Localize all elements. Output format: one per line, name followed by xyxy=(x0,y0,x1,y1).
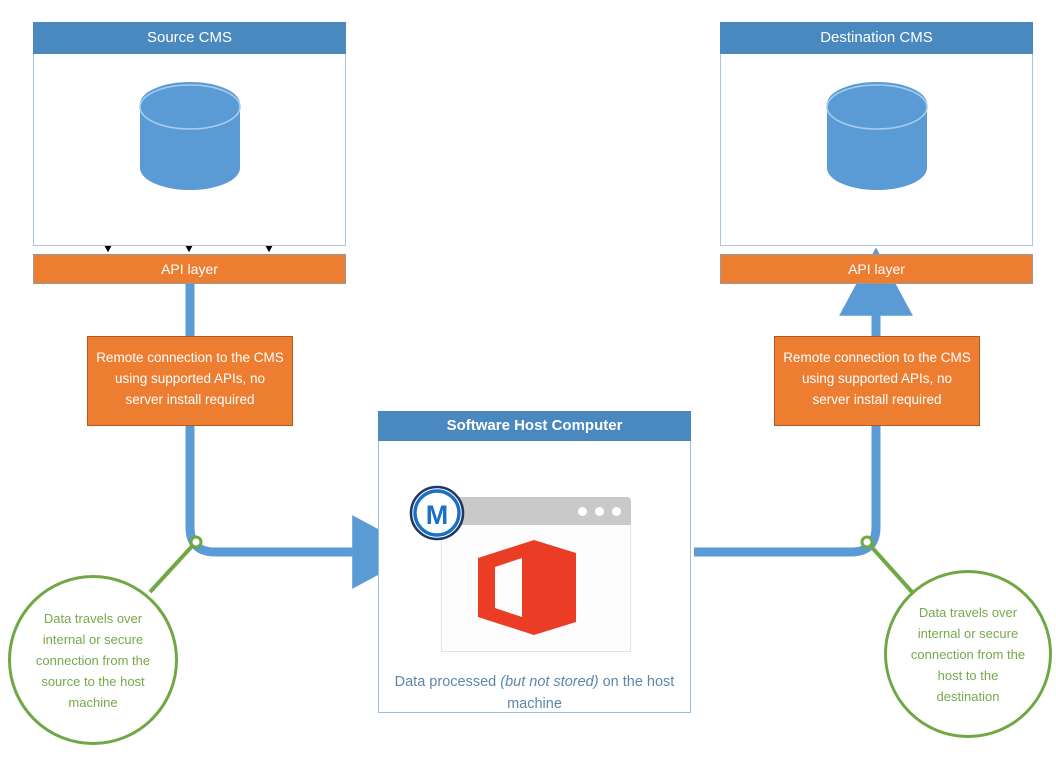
source-cms-body xyxy=(33,54,346,246)
m-badge-icon: M xyxy=(409,485,465,541)
destination-cms-title: Destination CMS xyxy=(720,22,1033,54)
source-cms-panel: Source CMS xyxy=(33,22,346,246)
browser-window-icon: M xyxy=(409,485,631,652)
callout-destination-remote-connection: Remote connection to the CMS using suppo… xyxy=(774,336,980,426)
host-caption-part2: on the host machine xyxy=(507,674,675,712)
browser-titlebar xyxy=(441,497,631,525)
software-host-computer-title: Software Host Computer xyxy=(378,411,691,441)
api-layer-source: API layer xyxy=(33,254,346,284)
api-layer-destination-label: API layer xyxy=(848,261,905,277)
svg-text:M: M xyxy=(426,500,449,530)
database-cylinder-icon xyxy=(138,82,241,190)
destination-cms-panel: Destination CMS xyxy=(720,22,1033,246)
annotation-host-to-destination-text: Data travels over internal or secure con… xyxy=(910,604,1026,704)
titlebar-dot xyxy=(578,507,587,516)
destination-cms-body xyxy=(720,54,1033,246)
api-layer-source-label: API layer xyxy=(161,261,218,277)
office-logo-icon xyxy=(478,540,576,635)
green-leader-line-left xyxy=(148,541,197,594)
database-cylinder-icon xyxy=(825,82,928,190)
callout-source-remote-connection: Remote connection to the CMS using suppo… xyxy=(87,336,293,426)
host-caption-part1: Data processed xyxy=(394,674,501,690)
callout-destination-text: Remote connection to the CMS using suppo… xyxy=(783,350,971,407)
annotation-source-to-host: Data travels over internal or secure con… xyxy=(8,575,178,745)
titlebar-dot xyxy=(612,507,621,516)
software-host-computer-body: M Data processed (but not stored) on the… xyxy=(378,441,691,713)
annotation-source-to-host-text: Data travels over internal or secure con… xyxy=(35,610,151,710)
green-leader-line-right xyxy=(866,541,914,594)
source-cms-title: Source CMS xyxy=(33,22,346,54)
titlebar-dot xyxy=(595,507,604,516)
green-junction-marker-right xyxy=(860,535,874,549)
software-host-computer-panel: Software Host Computer xyxy=(378,411,691,713)
green-junction-marker-left xyxy=(189,535,203,549)
host-caption-italic: (but not stored) xyxy=(500,674,599,690)
browser-content-area xyxy=(441,525,631,652)
api-layer-destination: API layer xyxy=(720,254,1033,284)
host-machine-caption: Data processed (but not stored) on the h… xyxy=(389,671,680,715)
callout-source-text: Remote connection to the CMS using suppo… xyxy=(96,350,284,407)
annotation-host-to-destination: Data travels over internal or secure con… xyxy=(884,570,1052,738)
